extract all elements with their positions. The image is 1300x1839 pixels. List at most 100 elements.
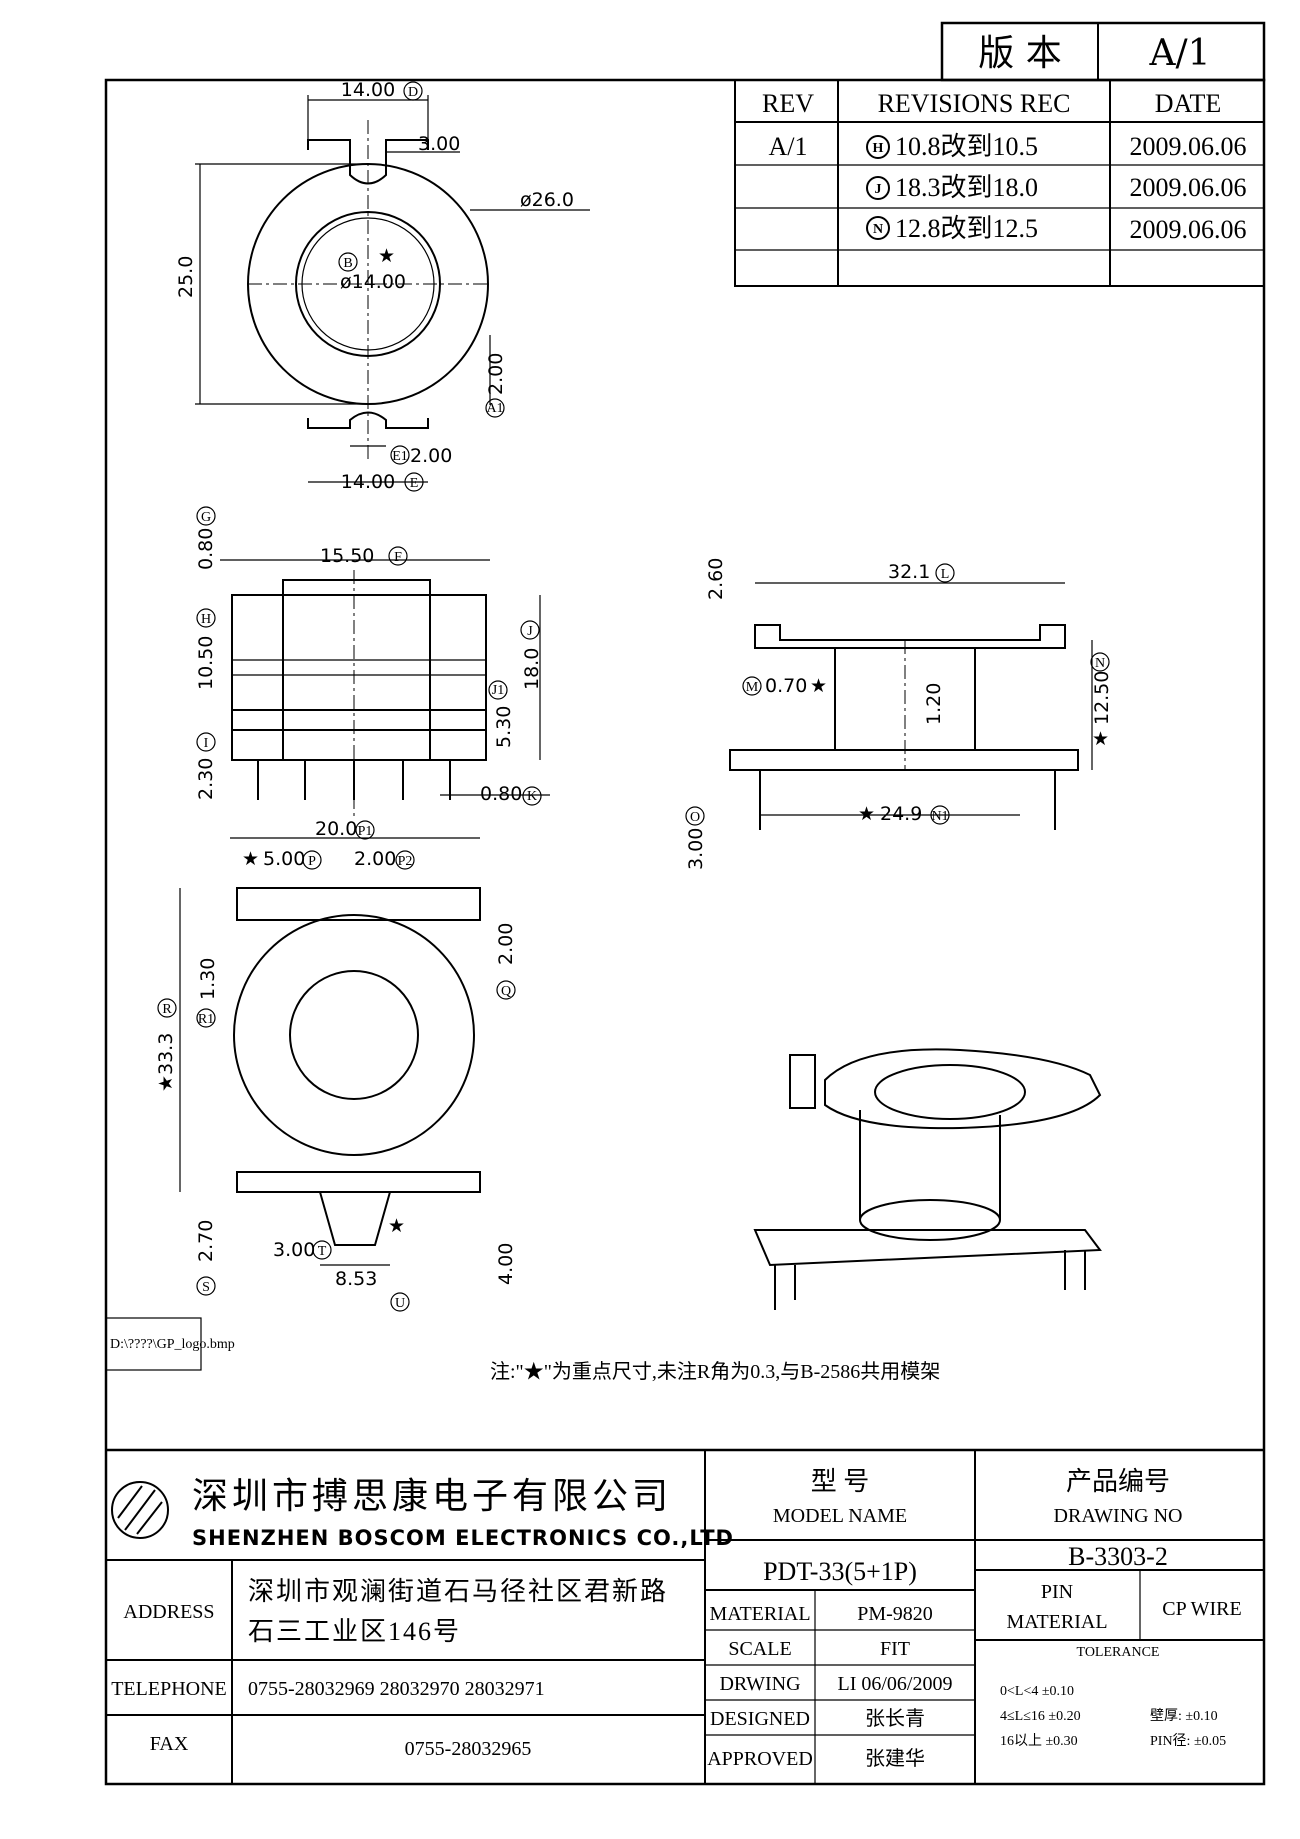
designed-value: 张长青 <box>865 1707 925 1730</box>
dim-g: 0.80 <box>195 528 217 570</box>
mark-n: N <box>1095 656 1105 671</box>
approved-label: APPROVED <box>707 1748 813 1770</box>
rev-mark-3: N <box>873 222 883 237</box>
rev-col-header: REV <box>762 89 814 118</box>
dim-j1: 5.30 <box>493 706 515 748</box>
version-label: 版 本 <box>978 33 1061 74</box>
dim-n1: 24.9 <box>880 803 922 825</box>
date-col-header: DATE <box>1155 89 1221 118</box>
fax-value: 0755-28032965 <box>405 1738 532 1760</box>
dim-o: 2.60 <box>705 558 727 600</box>
isometric-view <box>753 1048 1102 1310</box>
star-p: ★ <box>242 848 259 870</box>
model-label-cn: 型 号 <box>811 1467 870 1496</box>
mark-p1: P1 <box>358 824 373 839</box>
mark-f: F <box>394 550 402 565</box>
address-line-2: 石三工业区146号 <box>248 1617 461 1646</box>
material-value: PM-9820 <box>857 1603 933 1625</box>
rev-text-2: 18.3改到18.0 <box>895 173 1038 202</box>
dim-m-inner: 1.20 <box>923 683 945 725</box>
company-name-en: SHENZHEN BOSCOM ELECTRONICS CO.,LTD <box>192 1526 734 1550</box>
tol-line-1: 0<L<4 ±0.10 <box>1000 1684 1074 1699</box>
mark-m: M <box>746 680 759 695</box>
dim-s: 2.70 <box>195 1220 217 1262</box>
star-n: ★ <box>1092 728 1109 750</box>
telephone-label: TELEPHONE <box>111 1678 227 1700</box>
dim-l: 32.1 <box>888 561 930 583</box>
mark-t: T <box>318 1244 327 1259</box>
dim-inner-dia: ø14.00 <box>340 271 406 293</box>
version-box: 版 本 A/1 <box>940 21 1266 82</box>
mark-l: L <box>941 567 950 582</box>
star-u: ★ <box>388 1215 405 1237</box>
mark-g: G <box>201 510 211 525</box>
rev-date-2: 2009.06.06 <box>1130 173 1247 202</box>
dim-p1: 20.0 <box>315 818 357 840</box>
company-name-cn: 深圳市搏思康电子有限公司 <box>192 1476 672 1517</box>
dim-a1: 2.00 <box>485 353 507 395</box>
pin-label-1: PIN <box>1041 1581 1073 1603</box>
rev-mark-2: J <box>875 182 882 197</box>
rev-mark-1: H <box>873 141 884 156</box>
mark-p2: P2 <box>398 854 413 869</box>
mark-u: U <box>395 1296 405 1311</box>
mark-n1: N1 <box>931 809 948 824</box>
version-value: A/1 <box>1148 33 1210 74</box>
tol-line-3: 16以上 ±0.30 <box>1000 1733 1078 1749</box>
mark-d: D <box>408 85 418 100</box>
model-value: PDT-33(5+1P) <box>763 1557 917 1586</box>
pin-value: CP WIRE <box>1162 1598 1241 1620</box>
star-n1: ★ <box>858 803 875 825</box>
dim-f: 15.50 <box>320 545 374 567</box>
side-view: 32.1 L 2.60 M 0.70 ★ 1.20 N 12.50 ★ ★ 24… <box>685 558 1113 870</box>
mark-r: R <box>162 1002 172 1017</box>
drawing-note: 注:"★"为重点尺寸,未注R角为0.3,与B-2586共用模架 <box>490 1360 940 1383</box>
dim-i: 2.30 <box>195 758 217 800</box>
mark-j1: J1 <box>492 683 504 698</box>
front-view: 15.50 F G 0.80 H 10.50 I 2.30 J 18.0 J1 … <box>195 506 550 820</box>
title-block: 深圳市搏思康电子有限公司 SHENZHEN BOSCOM ELECTRONICS… <box>106 1448 1264 1784</box>
sheet-frame <box>104 78 1266 1786</box>
dim-r1: 1.30 <box>197 958 219 1000</box>
dim-e1: 2.00 <box>410 445 452 467</box>
fax-label: FAX <box>150 1733 189 1755</box>
dim-slot: 3.00 <box>418 133 460 155</box>
dim-r: 33.3 <box>155 1033 177 1075</box>
rev-value: A/1 <box>769 132 808 161</box>
dim-top-width: 14.00 <box>341 79 395 101</box>
star-top: ★ <box>378 245 395 267</box>
mark-p: P <box>308 854 316 869</box>
pin-dia-tol: PIN径: ±0.05 <box>1150 1733 1226 1749</box>
mark-k: K <box>527 789 537 804</box>
scale-value: FIT <box>880 1638 910 1660</box>
drwing-value: LI 06/06/2009 <box>838 1673 953 1695</box>
company-logo-icon <box>111 1481 169 1539</box>
dim-m: 0.70 <box>765 675 807 697</box>
dim-outer-dia: ø26.0 <box>520 189 574 211</box>
dim-j: 18.0 <box>521 648 543 690</box>
bottom-view: 20.0 P1 ★ 5.00 P 2.00 P2 2.00 Q R 33.3 ★… <box>155 818 517 1312</box>
tol-line-2: 4≤L≤16 ±0.20 <box>1000 1709 1081 1724</box>
star-r: ★ <box>155 1075 177 1092</box>
drawing-value: B-3303-2 <box>1068 1542 1168 1571</box>
rev-date-1: 2009.06.06 <box>1130 132 1247 161</box>
mark-h: H <box>201 612 211 627</box>
tolerance-label: TOLERANCE <box>1077 1645 1160 1660</box>
dim-height: 25.0 <box>175 256 197 298</box>
dim-p2: 2.00 <box>354 848 396 870</box>
dim-v: 4.00 <box>495 1243 517 1285</box>
pin-label-2: MATERIAL <box>1006 1611 1107 1633</box>
dim-p: 5.00 <box>263 848 305 870</box>
rev-date-3: 2009.06.06 <box>1130 215 1247 244</box>
mark-e: E <box>410 476 419 491</box>
dim-o2: 3.00 <box>685 828 707 870</box>
star-m: ★ <box>810 675 827 697</box>
material-label: MATERIAL <box>709 1603 810 1625</box>
logo-file-name: D:\????\GP_logo.bmp <box>110 1337 235 1352</box>
wall-tol: 壁厚: ±0.10 <box>1150 1708 1218 1724</box>
rev-text-3: 12.8改到12.5 <box>895 214 1038 243</box>
dim-q: 2.00 <box>495 923 517 965</box>
drwing-label: DRWING <box>719 1673 800 1695</box>
logo-file-box: D:\????\GP_logo.bmp <box>105 1317 235 1371</box>
